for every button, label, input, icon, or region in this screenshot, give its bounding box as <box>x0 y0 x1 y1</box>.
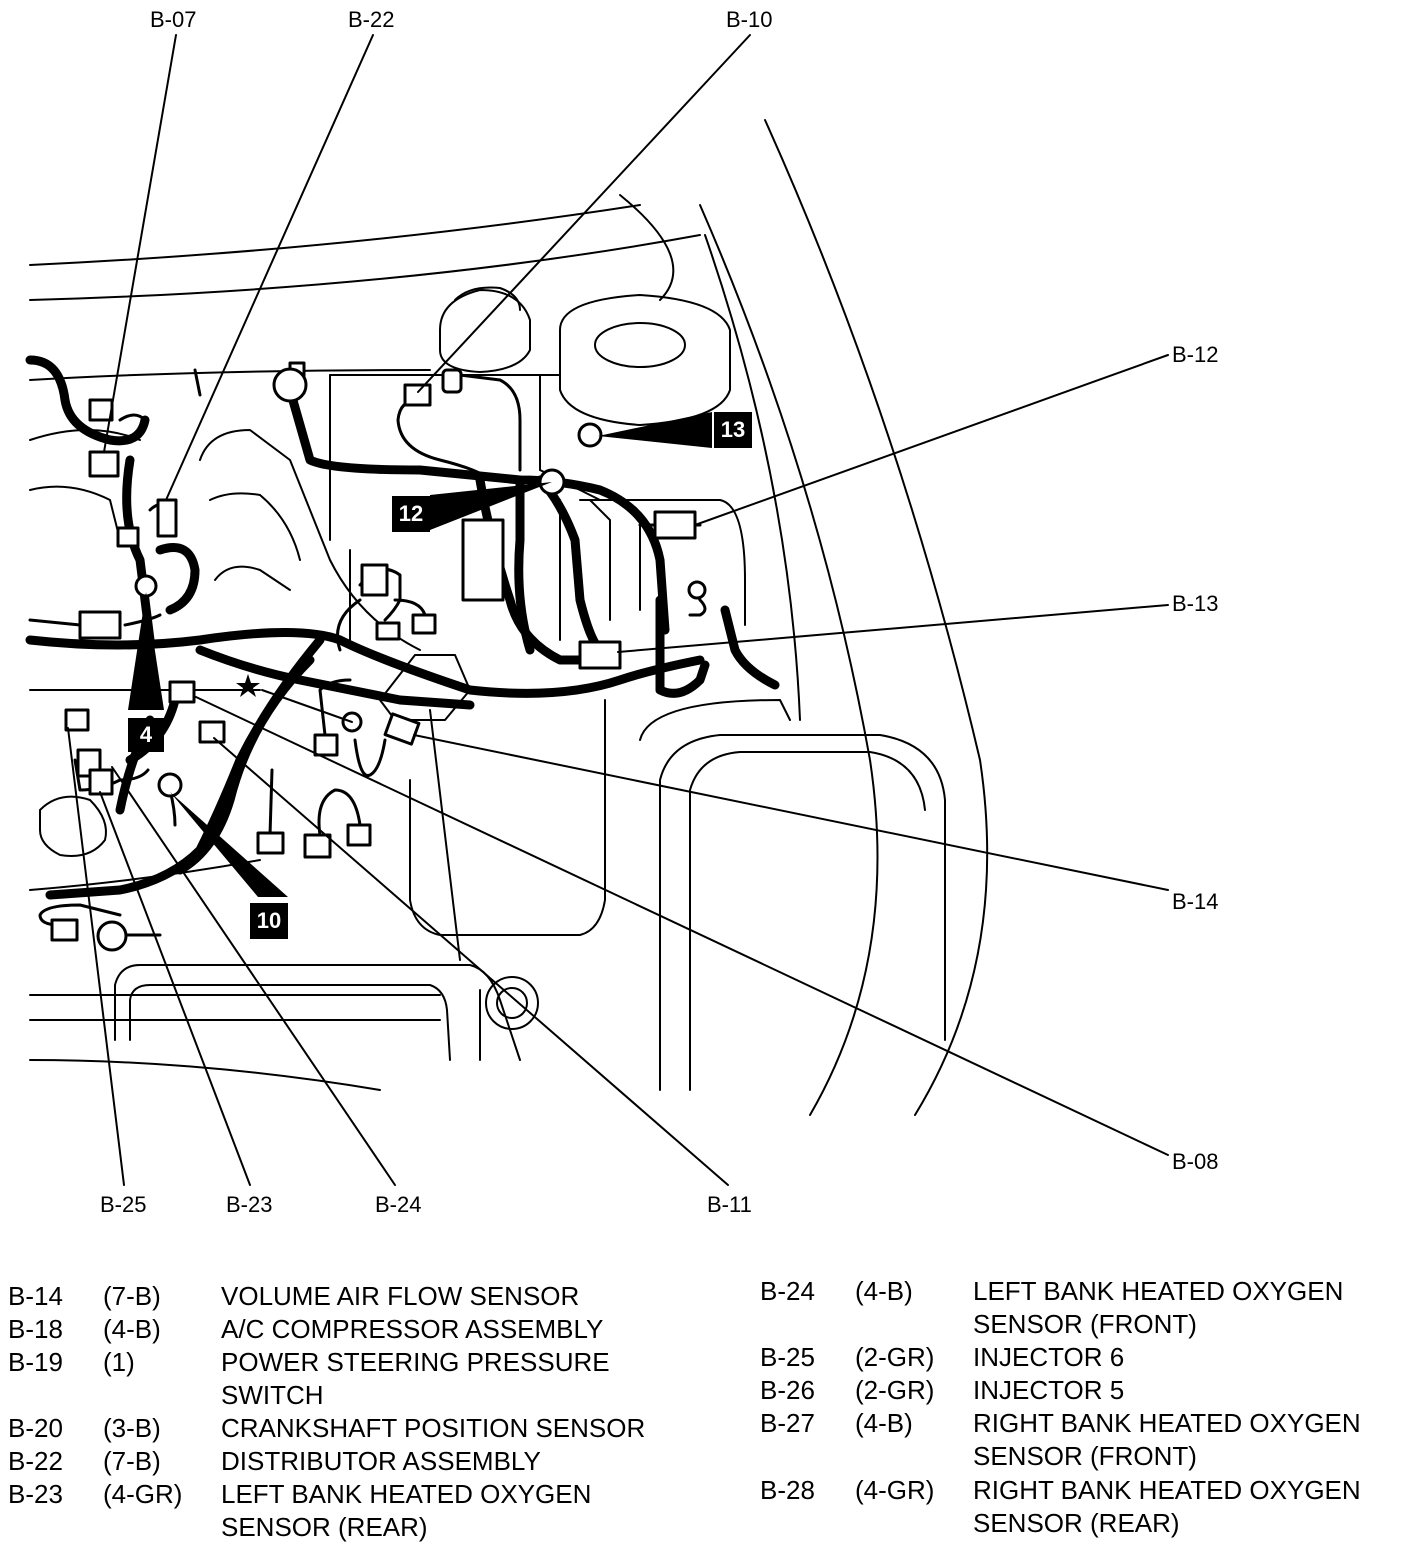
body-panel-lines <box>29 119 989 1116</box>
callout-b13: B-13 <box>1172 591 1219 616</box>
legend-desc: INJECTOR 6 <box>973 1342 1125 1372</box>
callout-b10: B-10 <box>726 7 773 32</box>
ground-tag-13: 13 <box>714 412 752 448</box>
legend-row-b26: B-26 (2-GR) INJECTOR 5 <box>760 1374 1400 1407</box>
legend-row-b19: B-19 (1) POWER STEERING PRESSURE SWITCH <box>8 1346 728 1412</box>
legend-desc-cont: SENSOR (REAR) <box>973 1508 1180 1538</box>
wiring-harness <box>25 355 780 900</box>
legend-right: B-24 (4-B) LEFT BANK HEATED OXYGEN SENSO… <box>760 1275 1400 1545</box>
legend-pins: (4-GR) <box>855 1475 935 1505</box>
legend-row-b20: B-20 (3-B) CRANKSHAFT POSITION SENSOR <box>8 1412 728 1445</box>
legend-desc: RIGHT BANK HEATED OXYGEN <box>973 1408 1361 1438</box>
legend-desc: RIGHT BANK HEATED OXYGEN <box>973 1475 1361 1505</box>
callout-b14: B-14 <box>1172 889 1219 914</box>
legend-code: B-27 <box>760 1408 815 1438</box>
legend-code: B-20 <box>8 1413 63 1443</box>
legend-pins: (1) <box>103 1347 135 1377</box>
legend-pins: (3-B) <box>103 1413 161 1443</box>
ground-tag-4: 4 <box>128 718 164 752</box>
legend-desc: CRANKSHAFT POSITION SENSOR <box>221 1413 646 1443</box>
legend-desc: VOLUME AIR FLOW SENSOR <box>221 1281 580 1311</box>
leader-lines <box>67 34 1169 1186</box>
callout-b08: B-08 <box>1172 1149 1219 1174</box>
star-marker <box>236 674 260 697</box>
legend-row-b18: B-18 (4-B) A/C COMPRESSOR ASSEMBLY <box>8 1313 728 1346</box>
legend-code: B-19 <box>8 1347 63 1377</box>
legend-desc-cont: SWITCH <box>221 1380 324 1410</box>
legend-desc: DISTRIBUTOR ASSEMBLY <box>221 1446 541 1476</box>
legend-desc: A/C COMPRESSOR ASSEMBLY <box>221 1314 604 1344</box>
legend-pins: (4-B) <box>855 1408 913 1438</box>
legend-row-b22: B-22 (7-B) DISTRIBUTOR ASSEMBLY <box>8 1445 728 1478</box>
legend-desc: INJECTOR 5 <box>973 1375 1125 1405</box>
ground-tag-wedges <box>128 412 712 897</box>
legend-code: B-25 <box>760 1342 815 1372</box>
callout-b25: B-25 <box>100 1192 147 1217</box>
legend-pins: (4-B) <box>103 1314 161 1344</box>
legend-desc-cont: SENSOR (REAR) <box>221 1512 428 1542</box>
ground-eyelets <box>96 367 707 952</box>
legend-code: B-22 <box>8 1446 63 1476</box>
legend-code: B-14 <box>8 1281 63 1311</box>
legend-row-b23: B-23 (4-GR) LEFT BANK HEATED OXYGEN SENS… <box>8 1478 728 1544</box>
legend-row-b14: B-14 (7-B) VOLUME AIR FLOW SENSOR <box>8 1280 728 1313</box>
legend-row-b24: B-24 (4-B) LEFT BANK HEATED OXYGEN SENSO… <box>760 1275 1400 1341</box>
legend-pins: (7-B) <box>103 1446 161 1476</box>
ground-tag-10: 10 <box>250 903 288 939</box>
legend-code: B-23 <box>8 1479 63 1509</box>
legend-pins: (4-B) <box>855 1276 913 1306</box>
legend-pins: (4-GR) <box>103 1479 183 1509</box>
callout-b24: B-24 <box>375 1192 422 1217</box>
legend-code: B-24 <box>760 1276 815 1306</box>
legend-pins: (2-GR) <box>855 1375 935 1405</box>
legend-desc: LEFT BANK HEATED OXYGEN <box>973 1276 1344 1306</box>
callout-b11: B-11 <box>707 1192 752 1217</box>
legend-row-b27: B-27 (4-B) RIGHT BANK HEATED OXYGEN SENS… <box>760 1407 1400 1473</box>
legend-code: B-18 <box>8 1314 63 1344</box>
legend-desc-cont: SENSOR (FRONT) <box>973 1309 1197 1339</box>
callout-b07: B-07 <box>150 7 197 32</box>
legend-desc: LEFT BANK HEATED OXYGEN <box>221 1479 592 1509</box>
callout-b22: B-22 <box>348 7 395 32</box>
engine-harness-diagram <box>25 34 1169 1186</box>
legend-pins: (2-GR) <box>855 1342 935 1372</box>
callout-b23: B-23 <box>226 1192 273 1217</box>
callout-b12: B-12 <box>1172 342 1219 367</box>
legend-row-b28: B-28 (4-GR) RIGHT BANK HEATED OXYGEN SEN… <box>760 1474 1400 1540</box>
legend-desc: POWER STEERING PRESSURE <box>221 1347 610 1377</box>
legend-code: B-28 <box>760 1475 815 1505</box>
legend-desc-cont: SENSOR (FRONT) <box>973 1441 1197 1471</box>
ground-tag-12: 12 <box>392 496 430 532</box>
legend-left: B-14 (7-B) VOLUME AIR FLOW SENSOR B-18 (… <box>8 1280 728 1545</box>
legend-pins: (7-B) <box>103 1281 161 1311</box>
legend-code: B-26 <box>760 1375 815 1405</box>
legend-row-b25: B-25 (2-GR) INJECTOR 6 <box>760 1341 1400 1374</box>
